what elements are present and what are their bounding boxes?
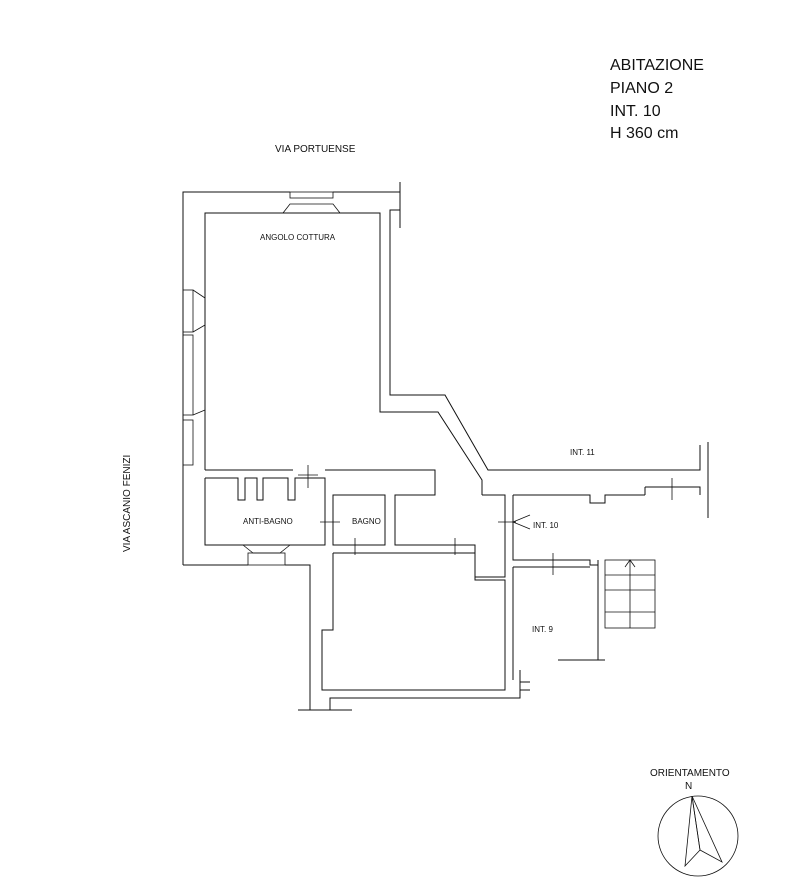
stairs	[604, 559, 656, 629]
compass: ORIENTAMENTO N	[650, 768, 739, 877]
compass-needle-icon	[684, 795, 723, 868]
compass-title: ORIENTAMENTO	[650, 768, 730, 779]
outer-walls	[182, 182, 709, 711]
title-int: INT. 10	[610, 103, 661, 120]
entrance-arrow-icon	[511, 514, 531, 530]
street-north-label: VIA PORTUENSE	[275, 144, 356, 155]
title-height: H 360 cm	[610, 125, 678, 142]
inner-walls	[204, 212, 701, 691]
street-west-label: VIA ASCANIO FENIZI	[122, 455, 133, 552]
title-piano: PIANO 2	[610, 80, 673, 97]
title-abitazione: ABITAZIONE	[610, 57, 704, 74]
windows	[182, 191, 341, 566]
room-label-int-10: INT. 10	[533, 521, 559, 530]
room-label-int-11: INT. 11	[570, 448, 595, 457]
room-label-bagno: BAGNO	[352, 517, 381, 526]
compass-circle	[657, 795, 739, 877]
door-marks	[298, 465, 673, 575]
compass-north-label: N	[685, 781, 692, 792]
room-label-int-9: INT. 9	[532, 625, 553, 634]
room-label-kitchen: ANGOLO COTTURA	[260, 233, 336, 242]
room-label-anti-bagno: ANTI-BAGNO	[243, 517, 293, 526]
title-block: ABITAZIONE PIANO 2 INT. 10 H 360 cm	[610, 57, 704, 142]
